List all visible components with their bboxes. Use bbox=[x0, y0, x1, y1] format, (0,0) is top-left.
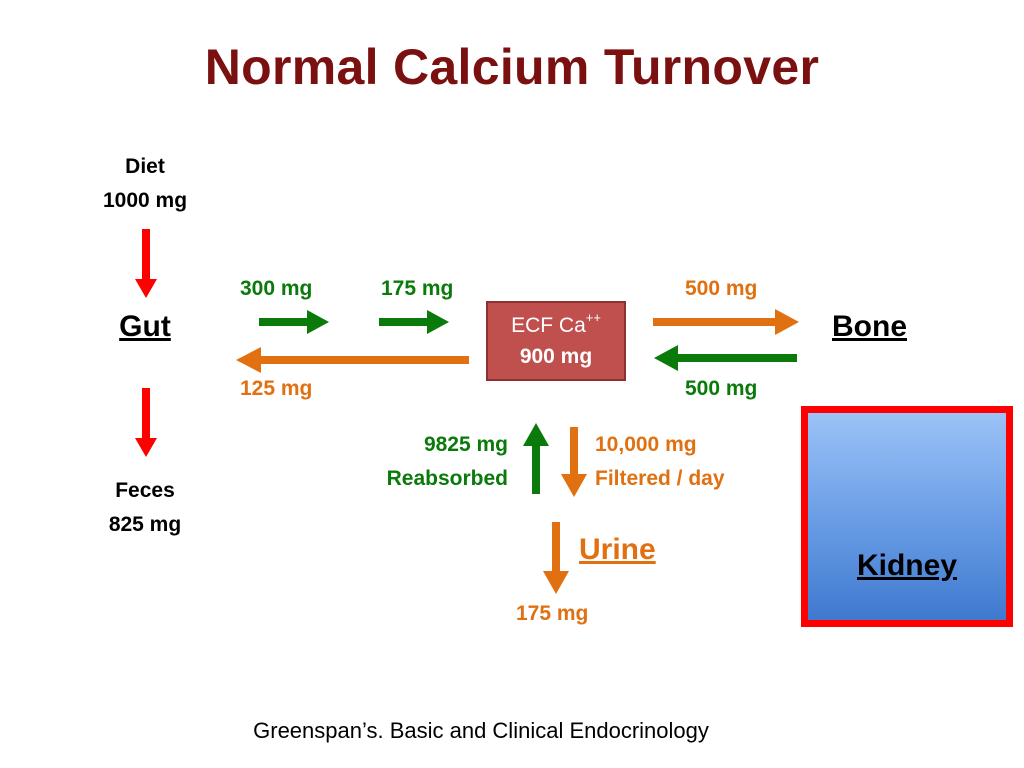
gut-secreted-label: 125 mg bbox=[240, 377, 313, 400]
absorption-to-ecf-arrow bbox=[379, 310, 449, 334]
gut-to-feces-arrow bbox=[135, 388, 157, 457]
ecf-to-gut-arrow bbox=[236, 347, 469, 373]
feces-label: Feces bbox=[115, 479, 175, 502]
ecf-to-bone-arrow bbox=[653, 309, 799, 335]
diet-amount: 1000 mg bbox=[102, 189, 188, 212]
filtered-label: Filtered / day bbox=[595, 467, 725, 490]
citation: Greenspan’s. Basic and Clinical Endocrin… bbox=[253, 718, 709, 743]
reabsorbed-label: Reabsorbed bbox=[386, 467, 508, 490]
gut-absorbed-label: 300 mg bbox=[240, 277, 313, 300]
bone-to-ecf-arrow bbox=[654, 345, 797, 371]
urine-excretion-arrow bbox=[543, 522, 569, 594]
diet-to-gut-arrow bbox=[135, 229, 157, 298]
to-ecf-label: 175 mg bbox=[381, 277, 454, 300]
kidney-box: Kidney bbox=[801, 406, 1013, 627]
feces-amount: 825 mg bbox=[108, 513, 182, 536]
to-bone-label: 500 mg bbox=[685, 277, 758, 300]
kidney-label: Kidney bbox=[856, 549, 958, 582]
gut-label: Gut bbox=[119, 310, 171, 343]
ecf-amount: 900 mg bbox=[519, 345, 593, 368]
ecf-label: ECF Ca bbox=[511, 314, 586, 337]
ecf-superscript: ++ bbox=[585, 310, 601, 325]
diet-label: Diet bbox=[125, 155, 165, 178]
reabsorption-arrow bbox=[523, 423, 549, 494]
gut-absorption-arrow bbox=[259, 310, 329, 334]
urine-amount: 175 mg bbox=[516, 602, 589, 625]
ecf-calcium-box: ECF Ca++ 900 mg bbox=[486, 301, 626, 381]
bone-label: Bone bbox=[832, 310, 907, 343]
filtered-amount: 10,000 mg bbox=[595, 433, 697, 456]
reabsorbed-amount: 9825 mg bbox=[423, 433, 508, 456]
from-bone-label: 500 mg bbox=[685, 377, 758, 400]
slide-title: Normal Calcium Turnover bbox=[204, 39, 820, 95]
urine-label: Urine bbox=[579, 533, 656, 566]
filtration-arrow bbox=[561, 427, 587, 497]
